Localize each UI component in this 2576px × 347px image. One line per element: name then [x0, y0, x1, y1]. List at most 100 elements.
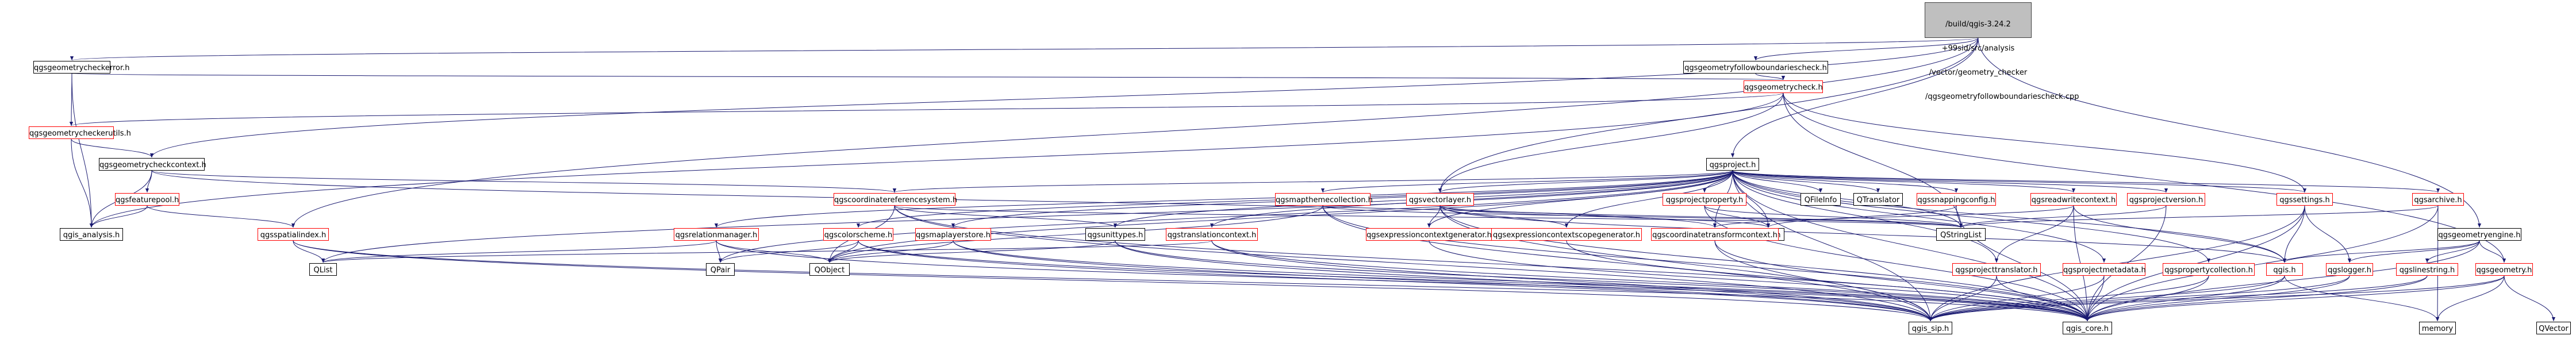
edge-translationcontext-to-sip — [1211, 240, 1933, 322]
node-qgsgeometrycheckerutils-h[interactable]: qgsgeometrycheckerutils.h — [29, 126, 131, 139]
node-qstringlist: QStringList — [1936, 228, 1986, 241]
edge-check-to-settings — [1783, 92, 2307, 193]
edge-projectmetadata-to-sip — [1928, 275, 2105, 322]
node-root-file: /build/qgis-3.24.2 +99sid/src/analysis /… — [1925, 2, 2079, 101]
edge-followcheck-to-check — [1755, 73, 1786, 80]
edge-project-to-qpair — [718, 170, 1733, 263]
node-qvector: QVector — [2536, 322, 2571, 334]
edge-propertycollection-to-sip — [1928, 275, 2209, 322]
node-qgsmapthemecollection-h[interactable]: qgsmapthemecollection.h — [1275, 193, 1373, 206]
edge-unittypes-to-sip — [1115, 240, 1933, 322]
node-qgis-h[interactable]: qgis.h — [2266, 263, 2303, 276]
node-qgsrelationmanager-h[interactable]: qgsrelationmanager.h — [674, 228, 759, 241]
edge-project-to-rwcontext — [1732, 170, 2075, 193]
edge-archive-to-core — [2085, 205, 2439, 322]
edge-mapthemes-to-qobject — [827, 205, 1323, 263]
node-qgsgeometrycheck-h[interactable]: qgsgeometrycheck.h — [1744, 80, 1823, 93]
edge-root-to-spatialindex — [291, 37, 1979, 228]
node-qgsvectorlayer-h[interactable]: qgsvectorlayer.h — [1406, 193, 1474, 206]
node-qtranslator: QTranslator — [1853, 193, 1903, 206]
edge-mapthemes-to-qstringlist — [1322, 205, 1963, 228]
node-qgslinestring-h[interactable]: qgslinestring.h — [2396, 263, 2458, 276]
edge-checkcontext-to-crs — [151, 170, 896, 193]
node-qgscoordinatetransformcontext-h[interactable]: qgscoordinatetransformcontext.h — [1651, 228, 1779, 241]
dependency-edges — [69, 37, 2556, 322]
node-qgslogger-h[interactable]: qgslogger.h — [2326, 263, 2373, 276]
edge-project-to-qfileinfo — [1732, 170, 1823, 193]
edge-checkerror-to-analysis — [71, 73, 94, 228]
node-qgsfeaturepool-h[interactable]: qgsfeaturepool.h — [115, 193, 179, 206]
edge-projectmetadata-to-core — [2085, 275, 2105, 322]
node-qgsprojecttranslator-h[interactable]: qgsprojecttranslator.h — [1952, 263, 2041, 276]
edge-vectorlayer-to-qhash — [1439, 205, 1770, 228]
node-qgsprojectproperty-h[interactable]: qgsprojectproperty.h — [1663, 193, 1746, 206]
node-qgscoordinatereferencesystem-h[interactable]: qgscoordinatereferencesystem.h — [834, 193, 957, 206]
edge-projecttranslator-to-sip — [1928, 275, 1997, 322]
node-qgsunittypes-h[interactable]: qgsunittypes.h — [1085, 228, 1145, 241]
edge-project-to-core — [1732, 170, 2090, 322]
edge-project-to-relationmanager — [715, 170, 1733, 228]
node-qgsgeometry-h[interactable]: qgsgeometry.h — [2475, 263, 2533, 276]
node-qgsgeometrycheckcontext-h[interactable]: qgsgeometrycheckcontext.h — [99, 158, 206, 171]
node-memory: memory — [2419, 322, 2456, 334]
edge-project-to-qstringlist — [1732, 170, 1963, 228]
node-qgscolorscheme-h[interactable]: qgscolorscheme.h — [823, 228, 893, 241]
edge-geometry-to-core — [2085, 275, 2505, 322]
node-qgsprojectmetadata-h[interactable]: qgsprojectmetadata.h — [2063, 263, 2146, 276]
edge-project-to-qlist — [321, 170, 1733, 263]
edge-relationmanager-to-core — [716, 240, 2089, 322]
node-qgsspatialindex-h[interactable]: qgsspatialindex.h — [258, 228, 329, 241]
edge-relationmanager-to-qlist — [321, 240, 717, 263]
node-qgsexpressioncontextgenerator-h[interactable]: qgsexpressioncontextgenerator.h — [1366, 228, 1492, 241]
edge-rwcontext-to-projecttranslator — [1994, 205, 2074, 263]
node-qfileinfo: QFileInfo — [1800, 193, 1841, 206]
node-qlist: QList — [309, 263, 337, 276]
edge-unittypes-to-qobject — [827, 240, 1116, 263]
node-qgsreadwritecontext-h[interactable]: qgsreadwritecontext.h — [2030, 193, 2117, 206]
edge-ctcontext-to-sip — [1714, 240, 1933, 322]
node-qgsprojectversion-h[interactable]: qgsprojectversion.h — [2127, 193, 2205, 206]
edge-check-to-analysis — [89, 92, 1784, 228]
root-line-4: /qgsgeometryfollowboundariescheck.cpp — [1925, 92, 2079, 101]
edge-crs-to-qstringlist — [894, 205, 1963, 228]
edge-projectproperty-to-qhash — [1704, 205, 1771, 228]
node-qgssnappingconfig-h[interactable]: qgssnappingconfig.h — [1917, 193, 1996, 206]
node-qgsproject-h[interactable]: qgsproject.h — [1706, 158, 1759, 171]
edge-featurepool-to-spatialindex — [147, 205, 295, 228]
edge-project-to-vectorlayer — [1438, 170, 1733, 193]
node-qgsarchive-h[interactable]: qgsarchive.h — [2412, 193, 2464, 206]
edge-project-to-mapthemes — [1321, 170, 1733, 193]
edge-project-to-settings — [1732, 170, 2306, 193]
node-qgsmaplayerstore-h[interactable]: qgsmaplayerstore.h — [915, 228, 991, 241]
node-qgssettings-h[interactable]: qgssettings.h — [2276, 193, 2333, 206]
edge-project-to-exprscopegen — [1564, 170, 1733, 228]
edge-geomengine-to-geometry — [2479, 240, 2506, 263]
edge-check-to-checkerutils — [70, 92, 1784, 126]
node-qgspropertycollection-h[interactable]: qgspropertycollection.h — [2163, 263, 2255, 276]
edge-checkcontext-to-featurepool — [145, 170, 152, 193]
edge-geomengine-to-linestring — [2425, 240, 2480, 263]
edge-project-to-projectmetadata — [1732, 170, 2106, 263]
edge-logger-to-sip — [1928, 275, 2350, 322]
edge-linestring-to-sip — [1928, 275, 2428, 322]
edge-crs-to-unittypes — [894, 205, 1118, 228]
edge-root-to-checkcontext — [150, 37, 1979, 158]
node-qgstranslationcontext-h[interactable]: qgstranslationcontext.h — [1166, 228, 1258, 241]
edge-ctcontext-to-core — [1714, 240, 2090, 322]
edge-rwcontext-to-qgis — [2073, 205, 2287, 263]
node-qgsexpressioncontextscopegenerator-h[interactable]: qgsexpressioncontextscopegenerator.h — [1491, 228, 1642, 241]
edge-project-to-qgis — [1732, 170, 2287, 263]
edge-project-to-qobject — [827, 170, 1733, 263]
edge-check-to-vectorlayer — [1438, 92, 1784, 193]
edge-projectversion-to-qstringlist — [1959, 205, 2167, 228]
edge-checkerutils-to-checkcontext — [71, 138, 154, 158]
node-qgsgeometryengine-h[interactable]: qgsgeometryengine.h — [2437, 228, 2521, 241]
edge-root-to-geomengine — [1978, 37, 2482, 228]
edge-root-to-project — [1730, 37, 1979, 158]
edge-checkerror-to-check — [71, 73, 1784, 80]
node-qgsgeometrycheckerror-h[interactable]: qgsgeometrycheckerror.h — [33, 61, 130, 74]
edge-exprgen-to-core — [1429, 240, 2090, 322]
edge-vectorlayer-to-exprgen — [1427, 205, 1441, 228]
edge-geometry-to-sip — [1928, 275, 2505, 322]
node-qgsgeometryfollowboundariescheck-h[interactable]: qgsgeometryfollowboundariescheck.h — [1683, 61, 1828, 74]
